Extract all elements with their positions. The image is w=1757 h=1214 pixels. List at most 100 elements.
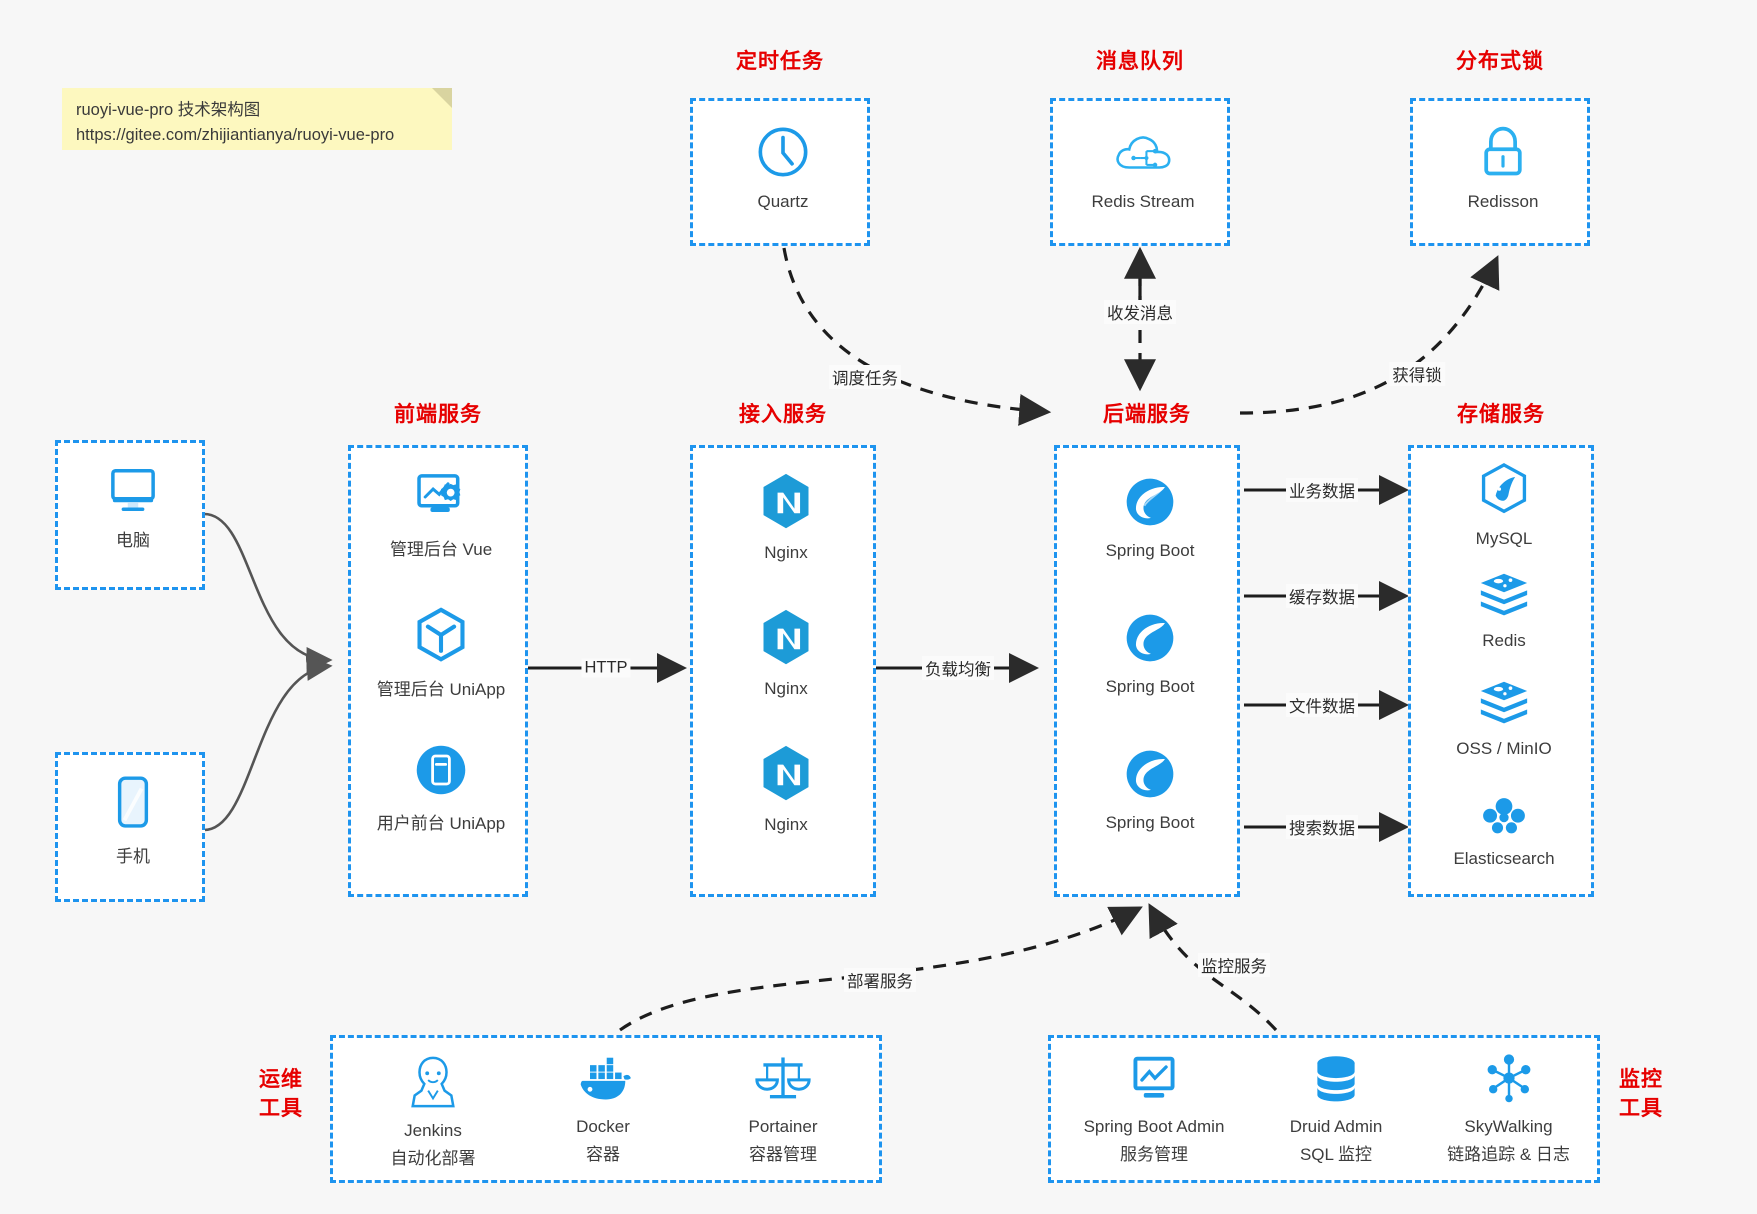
node-spring-boot-admin[interactable]: Spring Boot Admin 服务管理 <box>1059 1054 1249 1165</box>
edge-label-business-data: 业务数据 <box>1286 478 1358 502</box>
group-title-monitoring-line2: 工具 <box>1619 1097 1663 1120</box>
app-icon <box>413 745 469 802</box>
group-title-storage: 存储服务 <box>1457 403 1545 426</box>
node-label: 管理后台 Vue <box>389 540 493 559</box>
database-icon <box>1309 1056 1363 1110</box>
group-box-storage: MySQL Redis <box>1408 445 1594 897</box>
monitor-chart-icon <box>1126 1056 1182 1110</box>
clock-icon <box>754 127 812 185</box>
spring-icon <box>1122 614 1178 670</box>
note-fold-corner <box>432 88 452 108</box>
group-box-mobile: 手机 <box>55 752 205 902</box>
node-label: Spring Boot <box>1105 677 1195 696</box>
node-sublabel: 自动化部署 <box>390 1149 476 1168</box>
group-box-devops: Jenkins 自动化部署 <box>330 1035 882 1183</box>
elasticsearch-icon <box>1477 798 1531 842</box>
cube-icon <box>413 607 469 668</box>
node-redis-stream[interactable]: Redis Stream <box>1053 123 1233 212</box>
phone-icon <box>112 776 154 835</box>
node-quartz[interactable]: Quartz <box>693 123 873 212</box>
edge-label-monitor-service: 监控服务 <box>1198 953 1270 977</box>
node-docker[interactable]: Docker 容器 <box>523 1054 683 1165</box>
group-title-monitoring-line1: 监控 <box>1619 1068 1663 1091</box>
node-mysql[interactable]: MySQL <box>1411 462 1597 549</box>
desktop-icon <box>105 469 161 519</box>
dashboard-icon <box>412 474 470 528</box>
node-redisson[interactable]: Redisson <box>1413 123 1593 212</box>
node-admin-uniapp[interactable]: 管理后台 UniApp <box>351 606 531 700</box>
node-mobile[interactable]: 手机 <box>58 775 208 867</box>
lock-icon <box>1475 126 1531 185</box>
node-label: Portainer <box>748 1117 818 1136</box>
mysql-icon <box>1478 463 1530 522</box>
node-label: Nginx <box>764 679 808 698</box>
node-user-uniapp[interactable]: 用户前台 UniApp <box>351 742 531 834</box>
redis-icon <box>1477 573 1531 624</box>
group-box-scheduler: Quartz <box>690 98 870 246</box>
node-spring-boot-2[interactable]: Spring Boot <box>1057 610 1243 697</box>
edge-label-schedule-task: 调度任务 <box>829 365 901 389</box>
jenkins-icon <box>405 1056 461 1114</box>
edge-label-load-balance: 负载均衡 <box>922 656 994 680</box>
node-sublabel: SQL 监控 <box>1299 1145 1373 1164</box>
nginx-icon <box>758 473 814 536</box>
node-label: 管理后台 UniApp <box>376 680 506 699</box>
group-title-mq: 消息队列 <box>1096 50 1184 73</box>
node-label: 用户前台 UniApp <box>376 814 506 833</box>
node-label: Elasticsearch <box>1453 849 1555 868</box>
node-label: Spring Boot <box>1105 813 1195 832</box>
node-label: MySQL <box>1475 529 1533 548</box>
node-label: Nginx <box>764 543 808 562</box>
node-portainer[interactable]: Portainer 容器管理 <box>698 1050 868 1165</box>
group-title-gateway: 接入服务 <box>739 403 827 426</box>
group-box-mq: Redis Stream <box>1050 98 1230 246</box>
edge-label-http: HTTP <box>581 658 631 678</box>
skywalking-icon <box>1481 1054 1537 1110</box>
node-nginx-1[interactable]: Nginx <box>693 472 879 563</box>
group-box-frontend: 管理后台 Vue 管理后台 UniApp 用户前台 <box>348 445 528 897</box>
info-note: ruoyi-vue-pro 技术架构图 https://gitee.com/zh… <box>62 88 452 150</box>
group-box-pc: 电脑 <box>55 440 205 590</box>
spring-icon <box>1122 750 1178 806</box>
node-redis[interactable]: Redis <box>1411 570 1597 651</box>
node-druid-admin[interactable]: Druid Admin SQL 监控 <box>1256 1052 1416 1165</box>
group-title-devops-line1: 运维 <box>259 1068 303 1091</box>
node-sublabel: 链路追踪 & 日志 <box>1447 1145 1570 1164</box>
oss-icon <box>1477 681 1531 732</box>
spring-icon <box>1122 478 1178 534</box>
node-skywalking[interactable]: SkyWalking 链路追踪 & 日志 <box>1416 1052 1601 1165</box>
note-line-2: https://gitee.com/zhijiantianya/ruoyi-vu… <box>76 126 395 144</box>
node-pc[interactable]: 电脑 <box>58 465 208 551</box>
group-box-monitoring: Spring Boot Admin 服务管理 Druid Admin SQL 监… <box>1048 1035 1600 1183</box>
group-title-lock: 分布式锁 <box>1456 50 1544 73</box>
note-line-1: ruoyi-vue-pro 技术架构图 <box>76 101 261 119</box>
node-label: Redis <box>1482 631 1526 650</box>
node-oss-minio[interactable]: OSS / MinIO <box>1411 678 1597 759</box>
node-label: Redisson <box>1467 192 1539 211</box>
node-label: Spring Boot <box>1105 541 1195 560</box>
node-jenkins[interactable]: Jenkins 自动化部署 <box>353 1052 513 1169</box>
node-spring-boot-3[interactable]: Spring Boot <box>1057 746 1243 833</box>
node-nginx-3[interactable]: Nginx <box>693 744 879 835</box>
node-nginx-2[interactable]: Nginx <box>693 608 879 699</box>
node-sublabel: 容器 <box>586 1145 620 1164</box>
node-spring-boot-1[interactable]: Spring Boot <box>1057 474 1243 561</box>
edge-label-deploy-service: 部署服务 <box>844 968 916 992</box>
node-sublabel: 服务管理 <box>1120 1145 1188 1164</box>
edge-label-acquire-lock: 获得锁 <box>1389 362 1445 386</box>
edge-label-search-data: 搜索数据 <box>1286 815 1358 839</box>
node-elasticsearch[interactable]: Elasticsearch <box>1411 786 1597 869</box>
node-label: 电脑 <box>116 531 150 550</box>
node-admin-vue[interactable]: 管理后台 Vue <box>351 470 531 560</box>
docker-icon <box>573 1057 633 1110</box>
edge-label-file-data: 文件数据 <box>1286 693 1358 717</box>
node-label: Spring Boot Admin <box>1083 1117 1225 1136</box>
edge-label-send-receive-message: 收发消息 <box>1104 300 1176 324</box>
group-box-backend: Spring Boot Spring Boot Spring Boot <box>1054 445 1240 897</box>
nginx-icon <box>758 745 814 808</box>
group-box-lock: Redisson <box>1410 98 1590 246</box>
node-label: OSS / MinIO <box>1456 739 1552 758</box>
group-title-scheduler: 定时任务 <box>736 50 824 73</box>
group-box-gateway: Nginx Nginx Nginx <box>690 445 876 897</box>
